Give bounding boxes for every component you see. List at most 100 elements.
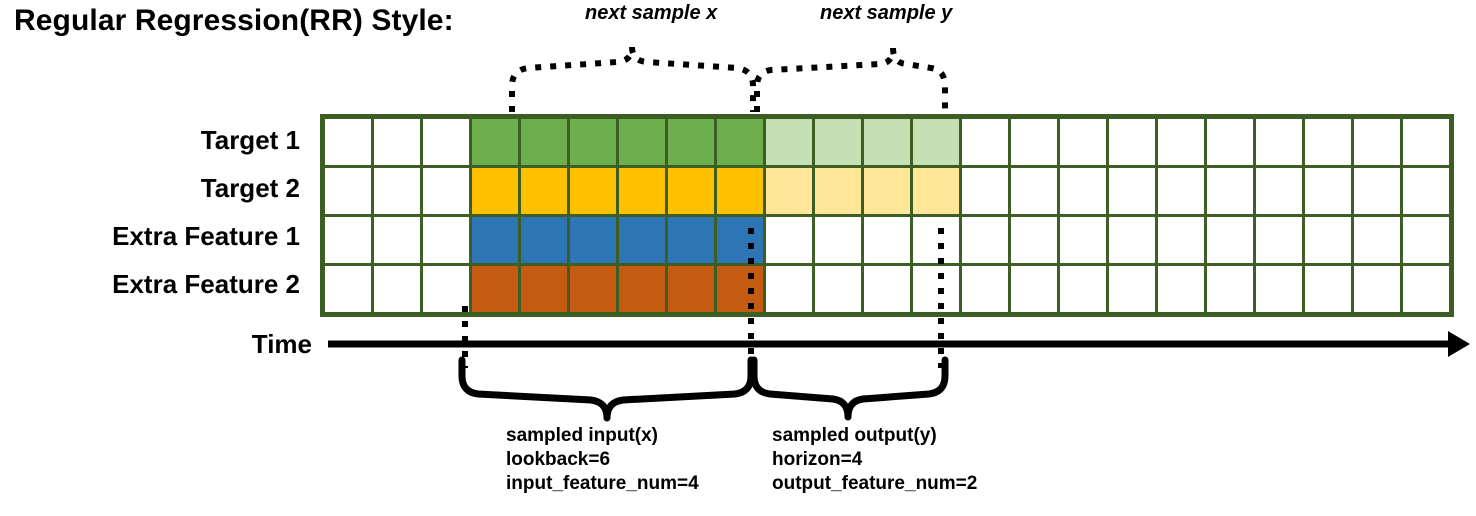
- grid-cell: [913, 217, 959, 263]
- grid-cell: [1403, 119, 1449, 165]
- grid-cell: [374, 266, 420, 312]
- grid-cell: [668, 168, 714, 214]
- grid-cell: [423, 266, 469, 312]
- grid-cell: [1354, 168, 1400, 214]
- grid-cell: [325, 119, 371, 165]
- caption-output-line-1: sampled output(y): [772, 425, 937, 446]
- grid-cell: [521, 217, 567, 263]
- grid-cell: [717, 217, 763, 263]
- row-label-extra-feature-1: Extra Feature 1: [112, 221, 300, 251]
- grid-cell: [815, 266, 861, 312]
- grid-cell: [423, 119, 469, 165]
- grid-cell: [521, 266, 567, 312]
- grid-cell: [766, 266, 812, 312]
- grid-cell: [766, 217, 812, 263]
- grid-row: [325, 168, 1449, 214]
- row-label-extra-feature-2: Extra Feature 2: [112, 269, 300, 299]
- grid-cell: [374, 119, 420, 165]
- grid-cell: [962, 168, 1008, 214]
- grid-cell: [423, 168, 469, 214]
- brace-sampled-input: [458, 356, 755, 422]
- grid-cell: [1060, 217, 1106, 263]
- grid-cell: [325, 266, 371, 312]
- grid-cell: [1011, 119, 1057, 165]
- grid-cell: [1158, 119, 1204, 165]
- grid-cell: [1207, 217, 1253, 263]
- grid-cell: [619, 168, 665, 214]
- grid-cell: [962, 266, 1008, 312]
- row-label-target-2: Target 2: [200, 173, 300, 203]
- grid-cell: [1060, 119, 1106, 165]
- grid-cell: [325, 217, 371, 263]
- annotation-next-sample-y: next sample y: [820, 2, 953, 24]
- grid-cell: [1403, 168, 1449, 214]
- row-label-column: Target 1 Target 2 Extra Feature 1 Extra …: [0, 116, 312, 308]
- dotted-brace-next-sample-y: [754, 47, 948, 112]
- grid-row: [325, 266, 1449, 312]
- grid-cell: [570, 168, 616, 214]
- grid-cell: [1109, 119, 1155, 165]
- grid-cell: [423, 217, 469, 263]
- caption-sampled-output: sampled output(y) horizon=4 output_featu…: [772, 424, 977, 496]
- grid-cell: [1354, 119, 1400, 165]
- grid-cell: [1060, 266, 1106, 312]
- grid-cell: [570, 217, 616, 263]
- grid-cell: [1305, 119, 1351, 165]
- grid-row: [325, 119, 1449, 165]
- annotation-next-sample-x: next sample x: [585, 2, 718, 24]
- grid-cell: [864, 266, 910, 312]
- grid-cell: [472, 217, 518, 263]
- grid-cell: [570, 266, 616, 312]
- grid-cell: [1256, 168, 1302, 214]
- grid-cell: [913, 168, 959, 214]
- grid-cell: [717, 119, 763, 165]
- grid-cell: [962, 217, 1008, 263]
- grid-cell: [1354, 217, 1400, 263]
- caption-sampled-input: sampled input(x) lookback=6 input_featur…: [506, 424, 699, 496]
- grid-cell: [864, 168, 910, 214]
- grid-cell: [1060, 168, 1106, 214]
- timeseries-grid: [320, 114, 1454, 317]
- grid-cell: [913, 119, 959, 165]
- grid-cell: [1158, 217, 1204, 263]
- grid-cell: [521, 119, 567, 165]
- grid-cell: [962, 119, 1008, 165]
- grid-cell: [619, 119, 665, 165]
- brace-sampled-output: [750, 356, 949, 421]
- grid-cell: [619, 266, 665, 312]
- grid-cell: [1109, 266, 1155, 312]
- dotted-brace-next-sample-x: [509, 46, 756, 112]
- grid-cell: [1354, 266, 1400, 312]
- grid-cell: [1403, 217, 1449, 263]
- grid-cell: [472, 119, 518, 165]
- grid-cell: [1403, 266, 1449, 312]
- grid-cell: [864, 217, 910, 263]
- grid-cell: [1109, 168, 1155, 214]
- grid-cell: [1207, 119, 1253, 165]
- grid-cell: [913, 266, 959, 312]
- caption-output-line-3: output_feature_num=2: [772, 473, 978, 494]
- grid-cell: [1305, 168, 1351, 214]
- grid-cell: [325, 168, 371, 214]
- grid-cell: [1305, 266, 1351, 312]
- grid-cell: [374, 168, 420, 214]
- grid-cell: [766, 119, 812, 165]
- row-label-target-1: Target 1: [200, 125, 300, 155]
- grid-cell: [1158, 266, 1204, 312]
- grid-cell: [815, 168, 861, 214]
- time-axis-arrowhead: [1448, 331, 1470, 357]
- grid-cell: [1158, 168, 1204, 214]
- caption-output-line-2: horizon=4: [772, 449, 863, 470]
- grid-cell: [1207, 266, 1253, 312]
- grid-cell: [766, 168, 812, 214]
- grid-cell: [1011, 217, 1057, 263]
- caption-input-line-2: lookback=6: [506, 449, 611, 470]
- grid-cell: [717, 266, 763, 312]
- page-title: Regular Regression(RR) Style:: [14, 4, 454, 37]
- grid-cell: [864, 119, 910, 165]
- grid-cell: [668, 119, 714, 165]
- grid-cell: [1011, 168, 1057, 214]
- grid-cell: [472, 168, 518, 214]
- grid-cell: [668, 266, 714, 312]
